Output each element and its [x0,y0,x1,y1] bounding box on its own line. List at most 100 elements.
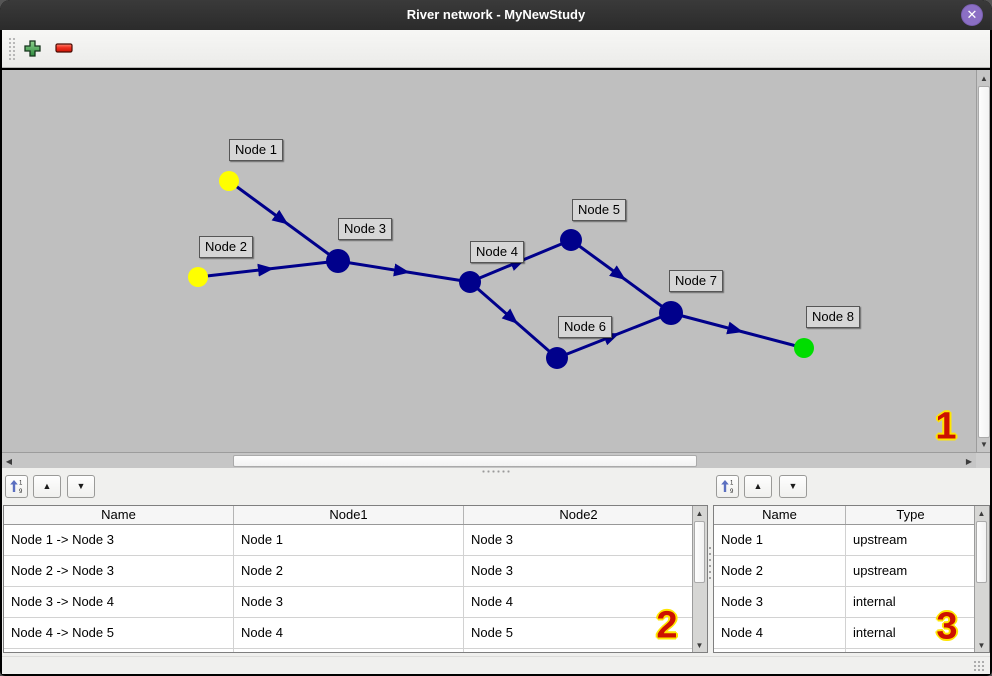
canvas-horizontal-scrollbar[interactable]: ◀ ▶ [2,452,976,468]
node-label: Node 8 [806,306,860,328]
svg-text:9: 9 [19,489,23,494]
canvas-hscroll-thumb[interactable] [233,455,697,467]
scroll-down-icon[interactable]: ▼ [977,640,986,650]
canvas-vscroll-thumb[interactable] [978,86,990,438]
scroll-up-icon[interactable]: ▲ [980,73,988,83]
river-node[interactable] [188,267,208,287]
river-link[interactable] [670,311,805,350]
nodes-cell[interactable]: Node 4 [714,618,846,648]
river-link[interactable] [556,311,672,360]
links-cell[interactable]: Node 3 [464,556,694,586]
scroll-down-icon[interactable]: ▼ [980,439,988,449]
up-triangle-icon: ▲ [753,481,763,491]
titlebar[interactable]: River network - MyNewStudy ✕ [0,0,992,30]
nodes-cell[interactable]: Node 2 [714,556,846,586]
nodes-cell[interactable] [714,649,846,652]
resize-grip[interactable] [973,660,986,672]
links-table-scrollbar[interactable]: ▲ ▼ [692,506,707,652]
toolbar-drag-handle[interactable] [8,37,17,61]
links-move-down-button[interactable]: ▼ [67,475,95,498]
nodes-row[interactable] [714,649,989,652]
river-node[interactable] [459,271,481,293]
node-label: Node 3 [338,218,392,240]
som-mark-2: 2 [656,604,678,647]
nodes-header-name[interactable]: Name [714,506,846,524]
scroll-down-icon[interactable]: ▼ [695,640,704,650]
links-cell[interactable]: Node 2 [234,556,464,586]
river-node[interactable] [794,338,814,358]
river-node[interactable] [546,347,568,369]
svg-text:9: 9 [730,489,734,494]
scroll-left-icon[interactable]: ◀ [5,456,13,466]
node-label: Node 6 [558,316,612,338]
river-link[interactable] [570,238,672,315]
scroll-right-icon[interactable]: ▶ [965,456,973,466]
nodes-move-down-button[interactable]: ▼ [779,475,807,498]
links-cell[interactable] [234,649,464,652]
sort-ascending-icon: 1 9 [10,480,23,494]
nodes-cell[interactable]: Node 1 [714,525,846,555]
nodes-move-up-button[interactable]: ▲ [744,475,772,498]
links-cell[interactable]: Node 4 -> Node 5 [4,618,234,648]
links-cell[interactable]: Node 1 [234,525,464,555]
horizontal-splitter[interactable] [2,468,990,474]
scroll-up-icon[interactable]: ▲ [695,508,704,518]
links-cell[interactable]: Node 4 [234,618,464,648]
links-cell[interactable]: Node 3 [234,587,464,617]
links-header-node1[interactable]: Node1 [234,506,464,524]
links-cell[interactable]: Node 3 -> Node 4 [4,587,234,617]
canvas-vertical-scrollbar[interactable]: ▲ ▼ [976,70,990,452]
status-bar [2,656,990,674]
links-scroll-thumb[interactable] [694,521,705,583]
down-triangle-icon: ▼ [76,481,86,491]
nodes-scroll-thumb[interactable] [976,521,987,583]
nodes-sort-button[interactable]: 1 9 [716,475,739,498]
remove-button[interactable] [54,38,74,58]
river-node[interactable] [219,171,239,191]
vertical-splitter[interactable] [708,545,712,583]
links-header-name[interactable]: Name [4,506,234,524]
river-link[interactable] [469,280,558,360]
river-node[interactable] [560,229,582,251]
river-link[interactable] [197,259,339,279]
links-sort-button[interactable]: 1 9 [5,475,28,498]
add-button[interactable] [22,38,42,58]
river-link[interactable] [337,259,471,284]
nodes-table-scrollbar[interactable]: ▲ ▼ [974,506,989,652]
node-label: Node 5 [572,199,626,221]
links-cell[interactable]: Node 2 -> Node 3 [4,556,234,586]
nodes-cell[interactable] [846,649,976,652]
links-cell[interactable]: Node 3 [464,525,694,555]
river-node[interactable] [659,301,683,325]
nodes-header-type[interactable]: Type [846,506,976,524]
links-row[interactable] [4,649,707,652]
links-cell[interactable] [4,649,234,652]
nodes-cell[interactable]: upstream [846,556,976,586]
svg-text:1: 1 [730,481,734,487]
river-node[interactable] [326,249,350,273]
links-cell[interactable] [464,649,694,652]
links-cell[interactable]: Node 1 -> Node 3 [4,525,234,555]
nodes-cell[interactable]: Node 3 [714,587,846,617]
links-move-up-button[interactable]: ▲ [33,475,61,498]
close-button[interactable]: ✕ [961,4,983,26]
network-graph [188,171,814,369]
nodes-cell[interactable]: upstream [846,525,976,555]
links-header-node2[interactable]: Node2 [464,506,694,524]
main-toolbar [2,30,990,68]
river-link[interactable] [228,179,339,263]
scroll-up-icon[interactable]: ▲ [977,508,986,518]
plus-icon [23,39,41,57]
